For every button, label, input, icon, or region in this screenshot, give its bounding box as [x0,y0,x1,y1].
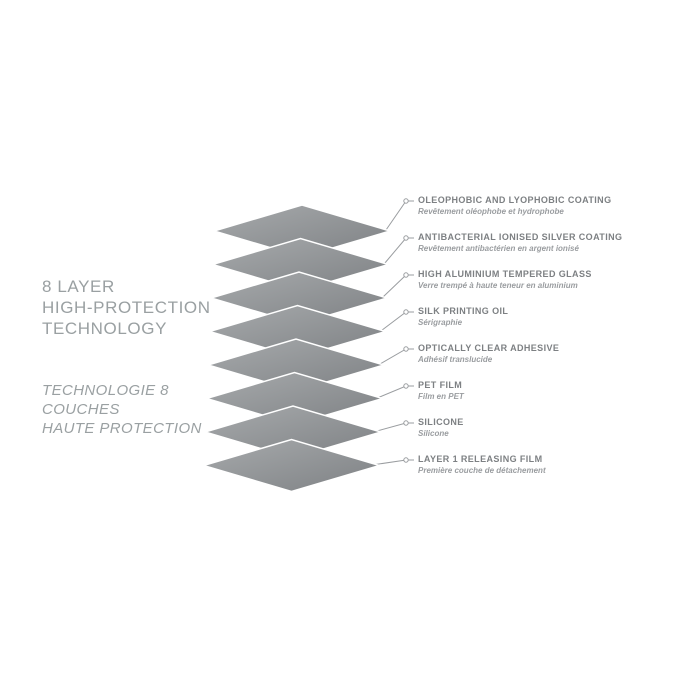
left-text-panel: 8 LAYER HIGH-PROTECTION TECHNOLOGY TECHN… [42,276,232,438]
label-silicone: SILICONE Silicone [418,417,683,439]
layer-subtitle: Silicone [418,429,449,438]
layer-subtitle: Sérigraphie [418,318,463,327]
layer-title: PET FILM [418,380,463,390]
subheading-line-3: HAUTE PROTECTION [42,420,202,437]
layer-title: ANTIBACTERIAL IONISED SILVER COATING [418,232,623,242]
layer-subtitle: Adhésif translucide [418,355,493,364]
connector-lines [375,198,414,465]
label-silk-printing-oil: SILK PRINTING OIL Sérigraphie [418,306,683,328]
label-clear-adhesive: OPTICALLY CLEAR ADHESIVE Adhésif translu… [418,343,683,365]
layer-title: LAYER 1 RELEASING FILM [418,454,543,464]
label-silver-coating: ANTIBACTERIAL IONISED SILVER COATING Rev… [418,232,683,254]
layer-title: SILICONE [418,417,464,427]
subheading-line-1: TECHNOLOGIE 8 [42,382,169,399]
diagram-heading: 8 LAYER HIGH-PROTECTION TECHNOLOGY [42,276,232,339]
diagram-subheading-french: TECHNOLOGIE 8 COUCHES HAUTE PROTECTION [42,381,232,438]
layer-subtitle: Revêtement oléophobe et hydrophobe [418,207,564,216]
label-tempered-glass: HIGH ALUMINIUM TEMPERED GLASS Verre trem… [418,269,683,291]
label-oleophobic-coating: OLEOPHOBIC AND LYOPHOBIC COATING Revêtem… [418,195,683,217]
heading-line-3: TECHNOLOGY [42,319,168,338]
layer-subtitle: Film en PET [418,392,464,401]
layer-title: HIGH ALUMINIUM TEMPERED GLASS [418,269,592,279]
subheading-line-2: COUCHES [42,401,120,418]
layer-subtitle: Première couche de détachement [418,466,546,475]
layer-title: SILK PRINTING OIL [418,306,509,316]
heading-line-1: 8 LAYER [42,277,115,296]
layer-subtitle: Verre trempé à haute teneur en aluminium [418,281,578,290]
layer-subtitle: Revêtement antibactérien en argent ionis… [418,244,579,253]
sheet-8-releasing-film [200,438,383,493]
heading-line-2: HIGH-PROTECTION [42,298,211,317]
layer-title: OLEOPHOBIC AND LYOPHOBIC COATING [418,195,612,205]
layer-title: OPTICALLY CLEAR ADHESIVE [418,343,560,353]
label-pet-film: PET FILM Film en PET [418,380,683,402]
layer-sheets [200,204,393,493]
label-releasing-film: LAYER 1 RELEASING FILM Première couche d… [418,454,683,476]
